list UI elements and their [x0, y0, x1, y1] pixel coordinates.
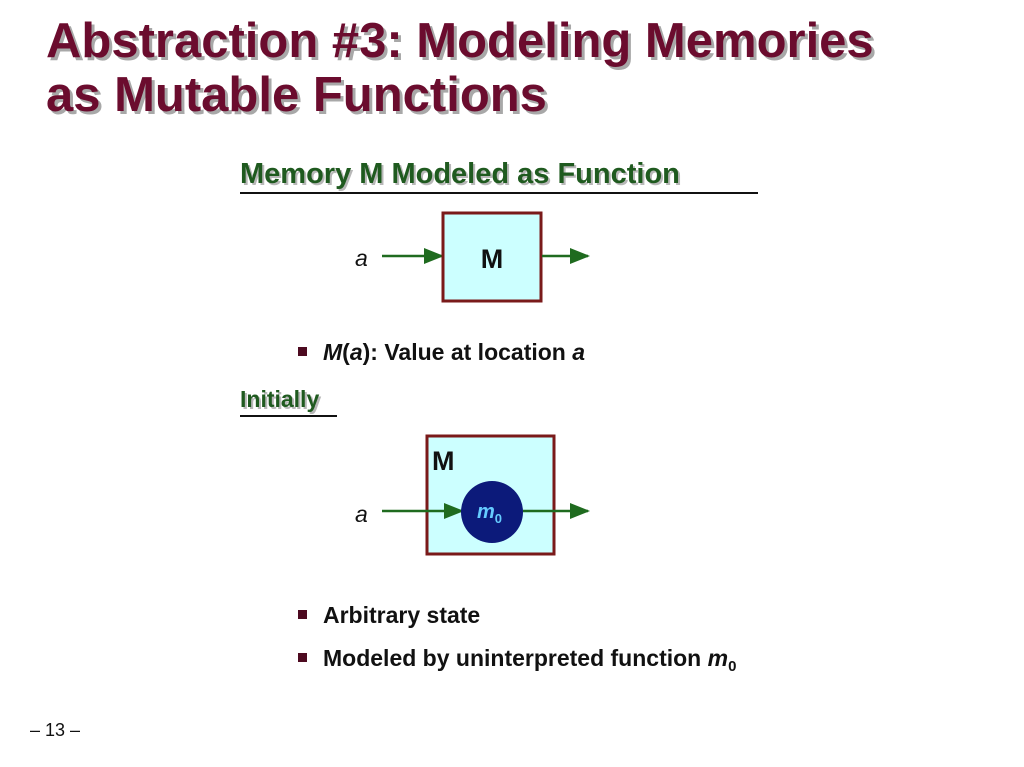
title-line-1: Abstraction #3: Modeling Memories [46, 14, 874, 68]
page-number: – 13 – [30, 720, 81, 740]
initial-memory-box-label: M [432, 446, 455, 476]
bullet-uninterpreted-function: Modeled by uninterpreted function m0 [298, 645, 736, 675]
m0-function-node [461, 481, 523, 543]
heading-underline-2 [240, 415, 337, 417]
bullet-arbitrary-state: Arbitrary state [298, 602, 480, 629]
memory-function-heading: Memory M Modeled as Function [240, 158, 680, 190]
m0-node-label: m0 [477, 501, 502, 526]
bullet-square-icon [298, 610, 307, 619]
address-input-label: a [355, 245, 368, 271]
bullet-square-icon [298, 653, 307, 662]
initial-memory-diagram: M a m0 [355, 434, 590, 556]
bullet-value-at-location: M(a): Value at location a [298, 339, 585, 366]
memory-function-diagram: a M [355, 211, 590, 303]
initially-heading: Initially [240, 386, 320, 412]
slide-title: Abstraction #3: Modeling Memories as Mut… [46, 14, 874, 122]
bullet-square-icon [298, 347, 307, 356]
memory-box-label: M [481, 244, 504, 274]
title-line-2: as Mutable Functions [46, 68, 547, 122]
heading-underline-1 [240, 192, 758, 194]
initial-address-label: a [355, 501, 368, 527]
memory-box [441, 211, 543, 303]
